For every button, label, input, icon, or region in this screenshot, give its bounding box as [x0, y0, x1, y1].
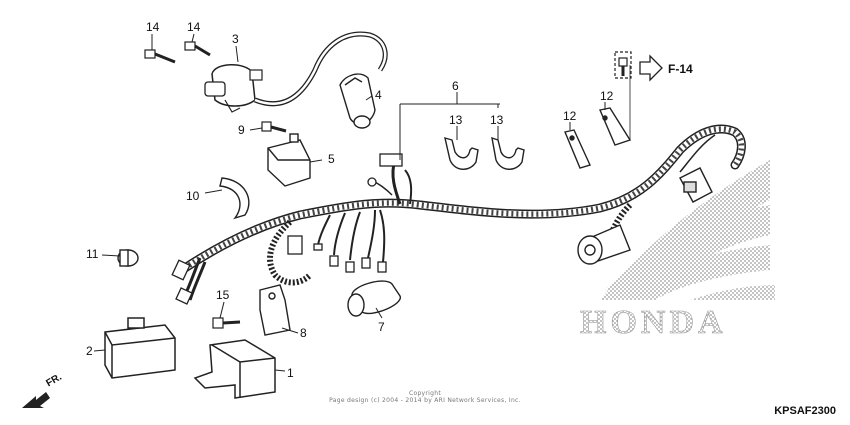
- callout-14-left: 14: [146, 20, 160, 34]
- callout-7: 7: [378, 320, 385, 334]
- harness-connector-block: [679, 167, 713, 203]
- callout-2: 2: [86, 344, 93, 358]
- callout-3: 3: [232, 32, 239, 46]
- harness-connector-round: [577, 224, 631, 265]
- callout-15: 15: [216, 288, 230, 302]
- reference-link-f14[interactable]: F-14: [668, 62, 693, 76]
- copyright-notice: Page design (c) 2004 - 2014 by ARI Netwo…: [329, 397, 521, 404]
- callout-13-right: 13: [490, 113, 504, 127]
- bolt-9: [261, 121, 287, 133]
- bolt-14-right: [184, 41, 211, 57]
- callout-5: 5: [328, 152, 335, 166]
- unit-2: [104, 317, 176, 379]
- callout-12-right: 12: [600, 89, 614, 103]
- bolt-14-left: [144, 49, 176, 64]
- callout-12-left: 12: [563, 109, 577, 123]
- callout-14-right: 14: [187, 20, 201, 34]
- harness-connectors-middle: [287, 235, 387, 273]
- bracket-8: [259, 284, 291, 336]
- spark-plug-cap: [339, 73, 376, 129]
- condenser-7: [347, 280, 401, 317]
- wire-harness: [180, 124, 746, 301]
- callout-9: 9: [238, 123, 245, 137]
- bolt-15: [212, 317, 241, 329]
- harness-connectors-left: [171, 259, 193, 305]
- copyright-title: Copyright: [408, 390, 442, 397]
- band-10: [219, 177, 250, 220]
- callout-8: 8: [300, 326, 307, 340]
- front-direction-arrow: [22, 392, 50, 408]
- connector-11: [117, 249, 139, 267]
- harness-connector-upper: [367, 153, 403, 187]
- rubber-mount-1: [193, 339, 276, 399]
- relay-part-5: [267, 133, 311, 187]
- callout-6: 6: [452, 79, 459, 93]
- callout-11: 11: [86, 247, 99, 261]
- ignition-coil: [204, 64, 263, 113]
- callout-4: 4: [375, 88, 382, 102]
- clamp-13-right: [491, 136, 525, 170]
- reference-bolt: [614, 51, 632, 140]
- honda-wing-logo: [600, 160, 775, 300]
- bracket-12-right: [599, 107, 632, 146]
- clamp-13-left: [444, 137, 479, 170]
- callout-13-left: 13: [449, 113, 463, 127]
- leader-lines: [93, 33, 606, 372]
- bracket-12-left: [564, 129, 591, 169]
- callout-1: 1: [287, 366, 294, 380]
- diagram-code: KPSAF2300: [774, 405, 836, 417]
- honda-watermark-text: HONDA: [580, 304, 727, 341]
- callout-10: 10: [186, 189, 200, 203]
- reference-arrow: [639, 54, 663, 82]
